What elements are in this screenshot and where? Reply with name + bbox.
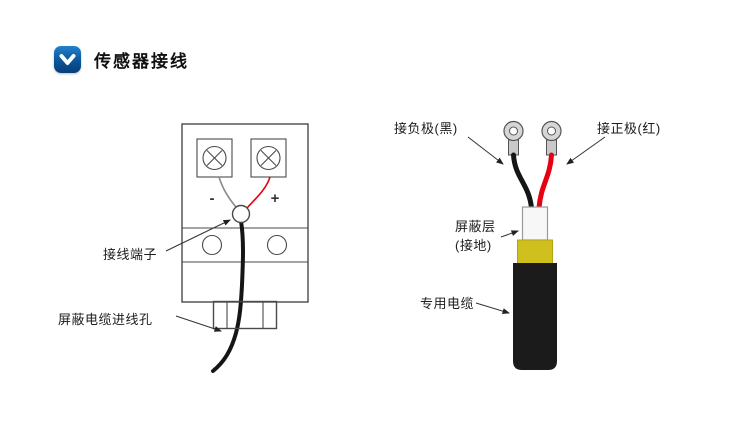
terminal-label: 接线端子	[103, 247, 158, 262]
positive-wire	[536, 152, 554, 211]
cable-entry-label: 屏蔽电缆进线孔	[58, 312, 153, 327]
shield-label: 屏蔽层 (接地)	[455, 217, 496, 255]
leader-shield-label	[500, 230, 519, 238]
positive-label: 接正极(红)	[597, 121, 661, 136]
internal-wire-positive	[246, 176, 271, 209]
section-header: 传感器接线	[54, 46, 189, 73]
ring-terminal-positive	[541, 120, 562, 156]
wire-junction-loop	[231, 204, 251, 224]
sensor-cable-wire	[211, 219, 245, 373]
shield-label-line2: (接地)	[455, 238, 492, 253]
negative-label: 接负极(黑)	[394, 121, 458, 136]
screw-terminal-right	[250, 138, 287, 178]
screw-terminal-left	[196, 138, 233, 178]
minus-sign: -	[210, 190, 215, 207]
cable-gland	[212, 300, 278, 330]
cable-label: 专用电缆	[420, 296, 475, 311]
plus-sign: +	[271, 190, 280, 207]
cable-body	[513, 263, 557, 370]
mounting-hole-right	[266, 234, 288, 256]
section-title: 传感器接线	[94, 52, 189, 71]
leader-terminal-label	[165, 219, 231, 252]
chevron-down-icon	[54, 46, 81, 73]
shield-label-line1: 屏蔽层	[455, 219, 496, 234]
leader-cable-label	[475, 302, 510, 314]
shield-section	[521, 206, 549, 241]
negative-wire	[511, 152, 534, 211]
leader-cable-entry-label	[175, 315, 222, 332]
mounting-hole-left	[201, 234, 223, 256]
sensor-terminal-block: - +	[165, 123, 309, 373]
shielded-cable-assembly	[467, 120, 606, 370]
shield-band	[517, 239, 553, 265]
ring-terminal-negative	[503, 120, 524, 156]
leader-negative-label	[467, 136, 504, 165]
leader-positive-label	[566, 136, 606, 165]
internal-wire-negative	[218, 176, 237, 208]
